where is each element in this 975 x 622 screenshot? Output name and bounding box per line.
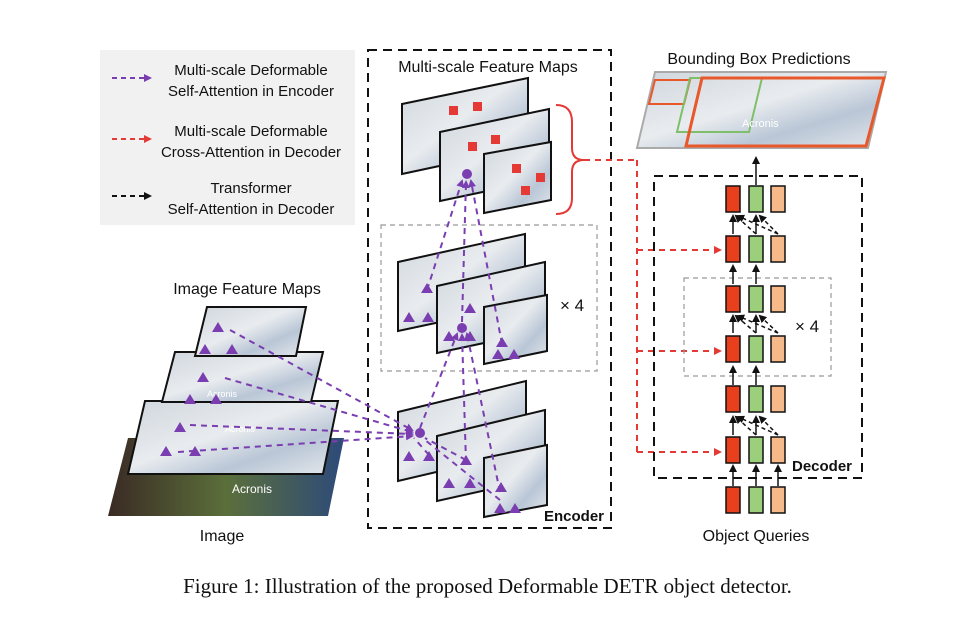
encoder-repeat-label: × 4 <box>560 296 584 315</box>
legend-line2: Self-Attention in Decoder <box>168 201 335 218</box>
image-label: Image <box>200 528 245 545</box>
feature-map-text: Acronis <box>207 389 238 399</box>
bbox-image-text: Acronis <box>742 118 779 130</box>
decoder-row-2 <box>725 385 786 413</box>
object-queries-label: Object Queries <box>703 528 810 545</box>
legend-line1: Transformer <box>210 180 291 197</box>
decoder-row-4 <box>725 285 786 313</box>
legend-line2: Self-Attention in Encoder <box>168 83 334 100</box>
decoder-row-3 <box>725 335 786 363</box>
encoder-middle-maps <box>397 232 548 366</box>
object-queries-row <box>725 486 786 514</box>
decoder-label: Decoder <box>792 458 852 475</box>
image-feature-maps-label: Image Feature Maps <box>173 281 321 298</box>
bbox-predictions-label: Bounding Box Predictions <box>667 51 850 68</box>
legend-item-encoder-self-attention: Multi-scale Deformable Self-Attention in… <box>112 62 334 100</box>
decoder-box <box>653 175 863 479</box>
legend-line1: Multi-scale Deformable <box>174 62 327 79</box>
decoder-flow-arrows <box>729 156 782 486</box>
bbox-prediction-image: Acronis <box>635 71 888 149</box>
decoder-row-6 <box>725 185 786 213</box>
legend-item-decoder-cross-attention: Multi-scale Deformable Cross-Attention i… <box>112 123 341 161</box>
encoder-box <box>367 49 612 529</box>
encoder-label: Encoder <box>544 508 604 525</box>
image-feature-map-medium: Acronis <box>160 351 325 403</box>
encoder-layer-repeat-box <box>380 224 598 372</box>
legend: Multi-scale Deformable Self-Attention in… <box>100 50 355 225</box>
decoder-repeat-label: × 4 <box>795 317 819 336</box>
decoder-query-blocks <box>725 185 786 514</box>
decoder-layer-repeat-box <box>683 277 832 377</box>
encoder-self-attention-arrows <box>177 179 503 501</box>
image-feature-map-large: Acronis <box>126 400 340 475</box>
decoder-sampling-points <box>449 102 545 195</box>
image-sampling-points <box>160 322 238 456</box>
image-feature-map-small <box>193 306 308 357</box>
decoder-row-1 <box>725 436 786 464</box>
decoder-row-5 <box>725 235 786 263</box>
legend-line2: Cross-Attention in Decoder <box>161 144 341 161</box>
figure-caption: Figure 1: Illustration of the proposed D… <box>183 574 792 598</box>
feature-map-text: Acronis <box>225 424 256 434</box>
output-brace <box>555 104 585 215</box>
encoder-input-maps <box>397 379 548 519</box>
legend-line1: Multi-scale Deformable <box>174 123 327 140</box>
decoder-self-attention-arrows <box>734 214 779 436</box>
legend-item-decoder-self-attention: Transformer Self-Attention in Decoder <box>112 180 334 218</box>
image-jersey-text: Acronis <box>232 482 272 496</box>
cross-attention-arrows <box>584 159 722 456</box>
encoder-output-maps <box>401 76 552 215</box>
multiscale-feature-maps-label: Multi-scale Feature Maps <box>398 59 578 76</box>
